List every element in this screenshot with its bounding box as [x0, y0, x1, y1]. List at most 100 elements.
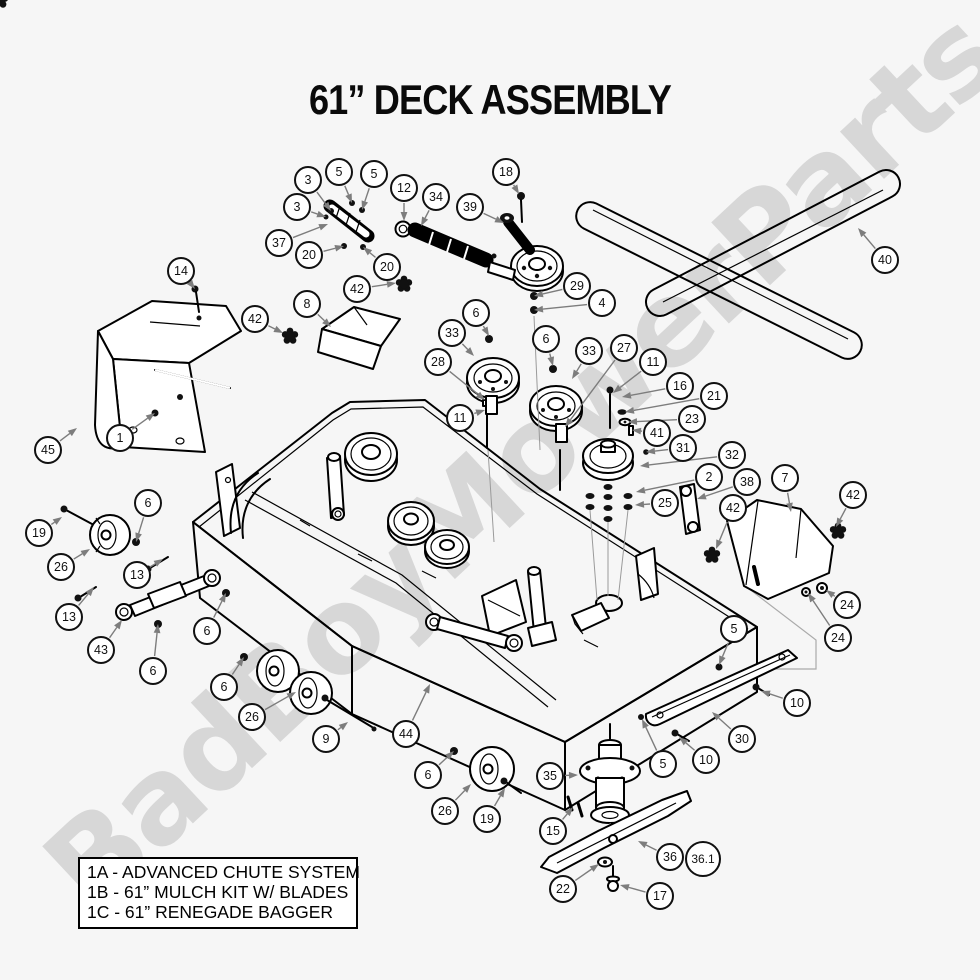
- arrowhead: [622, 391, 632, 399]
- arrowhead: [318, 224, 328, 231]
- arrowhead: [564, 807, 573, 817]
- leader-line: [812, 600, 831, 626]
- arrowhead: [497, 788, 505, 798]
- arrowhead: [334, 244, 344, 252]
- deck-shell: [192, 399, 758, 811]
- leader-line: [513, 184, 516, 187]
- legend-item-1c: 1C - 61” RENEGADE BAGGER: [87, 902, 334, 922]
- leader-line: [633, 397, 700, 412]
- arrowhead: [462, 784, 471, 793]
- arrowhead: [613, 384, 623, 393]
- arrowhead: [858, 228, 867, 238]
- leader-line: [542, 303, 588, 310]
- arrowhead: [836, 517, 844, 527]
- leader-line: [438, 756, 448, 766]
- leader-line: [769, 693, 783, 699]
- arrowhead: [67, 428, 77, 437]
- leader-line: [364, 188, 370, 202]
- leader-line: [574, 868, 593, 882]
- arrowhead: [716, 539, 723, 549]
- leader-line: [718, 717, 732, 730]
- leader-line: [705, 486, 734, 497]
- arrowhead: [547, 356, 555, 366]
- leader-line: [718, 521, 728, 541]
- arrowhead: [80, 549, 90, 557]
- leader-line: [337, 726, 342, 731]
- leader-line: [562, 813, 568, 820]
- discharge-chute: [94, 300, 242, 453]
- leader-line: [310, 211, 318, 215]
- leader-line: [645, 726, 658, 751]
- arrowhead: [85, 587, 94, 597]
- leader-line: [863, 234, 876, 249]
- leader-line: [131, 417, 149, 430]
- leader-line: [619, 370, 642, 389]
- arrowhead: [153, 624, 161, 634]
- arrowhead: [345, 193, 352, 203]
- arrowhead: [186, 279, 195, 289]
- leader-line: [317, 313, 325, 322]
- arrowhead: [361, 200, 369, 210]
- arrowhead: [494, 216, 504, 223]
- arrowhead: [316, 210, 326, 218]
- arrowhead: [826, 590, 836, 598]
- leader-line: [654, 448, 669, 452]
- arrowhead: [423, 684, 430, 694]
- arrowhead: [386, 281, 396, 288]
- leader-line: [483, 212, 497, 220]
- leader-line: [292, 226, 320, 239]
- leader-line: [648, 456, 718, 466]
- arrowhead: [636, 486, 646, 494]
- leader-line: [231, 664, 240, 675]
- arrowhead: [589, 864, 599, 872]
- idler-pulleys: [344, 245, 634, 569]
- arrowhead: [475, 409, 485, 416]
- arrowhead: [445, 751, 454, 760]
- belt-cover-large: [726, 499, 834, 670]
- legend-item-1a: 1A - ADVANCED CHUTE SYSTEM: [87, 862, 360, 882]
- leader-line: [628, 886, 646, 893]
- arrowhead: [363, 247, 373, 256]
- leader-line: [371, 283, 388, 288]
- page-title: 61” DECK ASSEMBLY: [308, 76, 672, 123]
- arrowhead: [808, 593, 816, 603]
- leader-line: [59, 432, 71, 442]
- arrowhead: [568, 771, 578, 779]
- arrowhead: [565, 417, 574, 427]
- leader-line: [213, 600, 223, 618]
- arrowhead: [534, 305, 544, 313]
- spindle-blade-assembly: [540, 723, 692, 892]
- arrowhead: [135, 532, 142, 542]
- leader-line: [137, 517, 145, 534]
- arrowhead: [534, 290, 544, 298]
- arrowhead: [628, 418, 638, 425]
- leader-line: [264, 695, 289, 711]
- leader-line: [73, 553, 83, 560]
- arrowhead: [465, 347, 474, 356]
- leader-line: [832, 594, 836, 597]
- arrowhead: [646, 447, 656, 455]
- leader-line: [369, 252, 376, 258]
- arrowhead: [786, 502, 793, 512]
- leader-line: [153, 632, 158, 657]
- leader-line: [576, 363, 582, 372]
- arrowhead: [400, 212, 408, 221]
- arrowhead: [218, 593, 226, 603]
- arrowhead: [635, 501, 645, 508]
- star-knobs: [0, 0, 847, 563]
- leader-line: [685, 742, 696, 751]
- hitch-bracket: [638, 649, 798, 742]
- leader-line: [482, 325, 486, 329]
- arrowhead: [572, 369, 580, 379]
- leader-line: [493, 795, 502, 807]
- arrowhead: [322, 201, 331, 211]
- arrowhead: [421, 216, 429, 226]
- arrowhead: [511, 184, 519, 194]
- leader-line: [316, 191, 327, 205]
- leader-line: [839, 507, 847, 520]
- leader-line: [109, 626, 118, 639]
- legend-box: 1A - ADVANCED CHUTE SYSTEM 1B - 61” MULC…: [78, 857, 360, 929]
- leader-line: [721, 642, 729, 657]
- arrowhead: [52, 517, 62, 525]
